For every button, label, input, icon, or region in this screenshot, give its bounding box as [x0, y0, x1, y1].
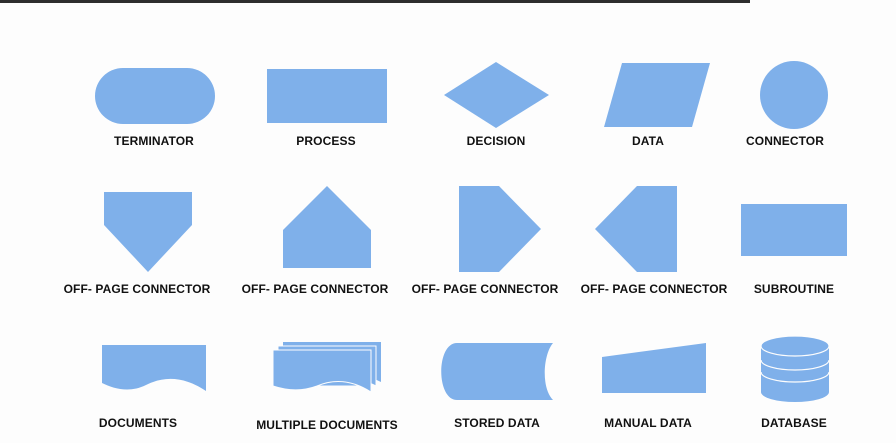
process-shape [267, 69, 387, 123]
terminator-label: TERMINATOR [114, 134, 194, 148]
off-page-connector-down-shape [104, 192, 192, 272]
data-shape [604, 63, 710, 127]
documents-shape [102, 345, 206, 391]
top-border-bar [0, 0, 750, 3]
manual-data-label: MANUAL DATA [604, 416, 692, 430]
decision-label: DECISION [466, 134, 526, 148]
data-label: DATA [632, 134, 664, 148]
database-shape [760, 335, 830, 402]
database-label: DATABASE [761, 416, 827, 430]
documents-label: DOCUMENTS [98, 416, 178, 430]
off-page-connector-up-shape [283, 186, 371, 268]
decision-shape [444, 62, 549, 128]
multiple-documents-shape [272, 342, 381, 393]
off-page-connector-left-shape [595, 186, 677, 272]
off-page-connector-left-label: OFF- PAGE CONNECTOR [580, 282, 728, 296]
off-page-connector-right-label: OFF- PAGE CONNECTOR [411, 282, 559, 296]
stored-data-shape [441, 343, 553, 400]
terminator-shape [95, 68, 215, 124]
multiple-documents-label: MULTIPLE DOCUMENTS [256, 418, 398, 432]
off-page-connector-right-shape [459, 186, 541, 272]
off-page-connector-up-label: OFF- PAGE CONNECTOR [241, 282, 389, 296]
process-label: PROCESS [296, 134, 356, 148]
connector-label: CONNECTOR [745, 134, 825, 148]
off-page-connector-down-label: OFF- PAGE CONNECTOR [63, 282, 211, 296]
stored-data-label: STORED DATA [454, 416, 540, 430]
subroutine-label: SUBROUTINE [753, 282, 835, 296]
connector-shape [760, 61, 828, 129]
subroutine-shape [741, 204, 847, 256]
manual-data-shape [602, 343, 706, 393]
